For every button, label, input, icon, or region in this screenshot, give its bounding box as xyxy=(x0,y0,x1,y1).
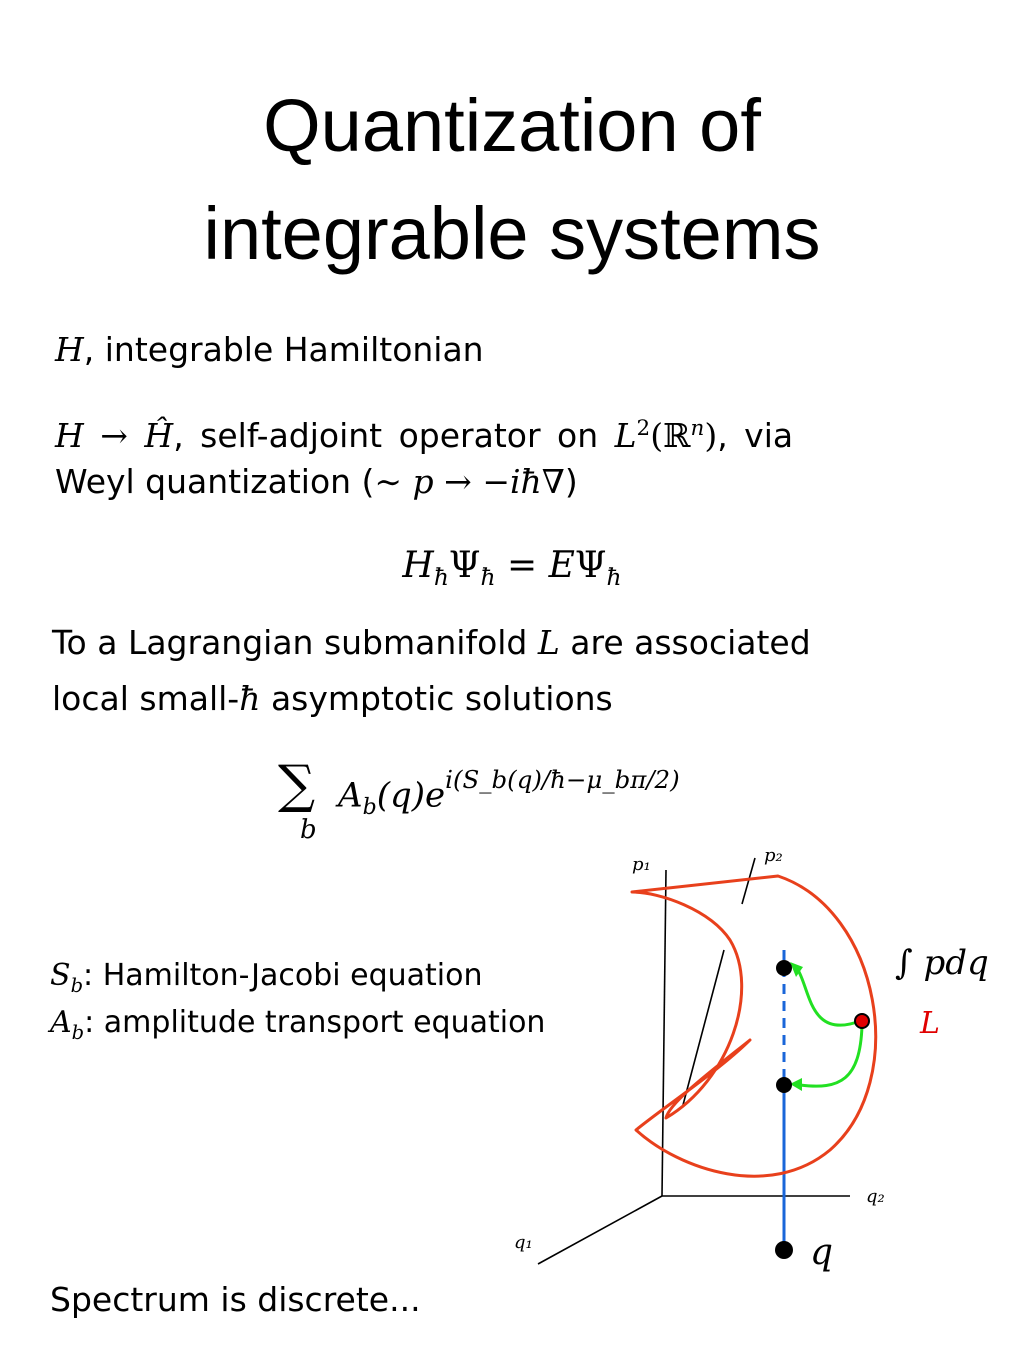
upper-point xyxy=(776,960,792,976)
hamiltonian-line: H, integrable Hamiltonian xyxy=(55,330,484,370)
wkb-term: Ab(q)ei(S_b(q)/ħ−μ_bπ/2) xyxy=(338,765,680,821)
eq1-E: E xyxy=(548,545,575,586)
wkb-A-sub: b xyxy=(362,794,377,821)
superscript-2: 2 xyxy=(636,416,651,441)
wkb-formula: ∑ b Ab(q)ei(S_b(q)/ħ−μ_bπ/2) xyxy=(278,755,758,855)
spectrum-footer: Spectrum is discrete... xyxy=(50,1280,421,1319)
hamilton-jacobi-text: : Hamilton-Jacobi equation xyxy=(83,958,483,993)
slide-title-line-2: integrable systems xyxy=(203,192,821,275)
superscript-n: n xyxy=(690,416,705,441)
red-point xyxy=(854,1013,870,1029)
asymptotic-text-b: asymptotic solutions xyxy=(260,679,613,718)
lagrangian-diagram: p₁ p₂ q₂ q₁ q L ∫ pdq xyxy=(514,845,989,1273)
amplitude-transport-line: Ab: amplitude transport equation xyxy=(50,1003,545,1053)
symbol-H: H xyxy=(55,330,84,369)
label-q1: q₁ xyxy=(514,1232,533,1253)
eq1-sub3: ħ xyxy=(606,563,622,592)
amplitude-transport-text: : amplitude transport equation xyxy=(84,1005,546,1040)
slide-title-line-1: Quantization of xyxy=(263,84,761,167)
hamilton-jacobi-line: Sb: Hamilton-Jacobi equation xyxy=(50,956,483,1006)
label-L: L xyxy=(919,1006,940,1041)
slide-title: Quantization of integrable systems xyxy=(0,72,1024,288)
axis-p1 xyxy=(661,869,667,1197)
eq1-psi: Ψ xyxy=(448,545,481,586)
symbol-H-hat: Ĥ xyxy=(144,416,174,455)
q-point xyxy=(775,1241,793,1259)
eq1-sub2: ħ xyxy=(480,563,496,592)
eq1-sub1: ħ xyxy=(433,563,449,592)
lagrangian-text-b: are associated xyxy=(559,623,811,662)
asymptotic-text-a: local small- xyxy=(52,679,240,718)
label-integral: ∫ pdq xyxy=(895,943,989,983)
label-p2: p₂ xyxy=(764,845,783,866)
symbol-S: S xyxy=(50,958,71,993)
operator-text: , self-adjoint operator on xyxy=(173,416,615,455)
lagrangian-line: To a Lagrangian submanifold L are associ… xyxy=(52,623,811,663)
path-to-upper-point xyxy=(796,969,861,1027)
asymptotic-line: local small-ħ asymptotic solutions xyxy=(52,679,613,719)
wkb-A: A xyxy=(338,775,363,816)
symbol-Rn: (ℝ xyxy=(650,416,691,455)
via-text: , via xyxy=(717,416,794,455)
lagrangian-surface xyxy=(630,874,878,1178)
close-paren: ) xyxy=(704,416,718,455)
eq1-equals: = xyxy=(495,545,549,586)
sum-index: b xyxy=(300,815,317,845)
weyl-close-paren: ) xyxy=(564,462,578,501)
wkb-exponent: i(S_b(q)/ħ−μ_bπ/2) xyxy=(445,765,680,794)
eq1-H: H xyxy=(402,545,434,586)
inner-line xyxy=(682,949,725,1106)
weyl-math: ∼ p → −iħ∇ xyxy=(374,462,565,501)
symbol-L-2: L xyxy=(537,623,560,662)
arrow-symbol: → xyxy=(83,416,145,455)
symbol-L: L xyxy=(614,416,637,455)
hamiltonian-text: , integrable Hamiltonian xyxy=(83,330,484,369)
symbol-hbar: ħ xyxy=(239,679,261,718)
symbol-H-2: H xyxy=(55,416,84,455)
symbol-A: A xyxy=(50,1005,72,1040)
axis-q1 xyxy=(537,1195,663,1265)
schrodinger-equation: HħΨħ = EΨħ xyxy=(0,545,1024,591)
weyl-line: Weyl quantization (∼ p → −iħ∇) xyxy=(55,462,578,502)
symbol-A-sub: b xyxy=(71,1021,85,1044)
arrow-head-upper xyxy=(790,962,803,977)
axis-p2-tick xyxy=(741,857,756,905)
label-p1: p₁ xyxy=(632,854,651,875)
weyl-text: Weyl quantization ( xyxy=(55,462,375,501)
lagrangian-text-a: To a Lagrangian submanifold xyxy=(52,623,538,662)
quantization-line: H → Ĥ, self-adjoint operator on L2(ℝn), … xyxy=(55,409,793,456)
symbol-S-sub: b xyxy=(70,974,84,997)
sum-symbol: ∑ xyxy=(278,755,316,815)
eq1-psi-2: Ψ xyxy=(574,545,607,586)
label-q2: q₂ xyxy=(866,1186,885,1207)
arrow-head-lower xyxy=(790,1078,802,1091)
path-to-lower-point xyxy=(799,1025,864,1088)
lower-point xyxy=(776,1077,792,1093)
wkb-arg: (q)e xyxy=(376,775,446,816)
label-q: q xyxy=(810,1232,833,1273)
